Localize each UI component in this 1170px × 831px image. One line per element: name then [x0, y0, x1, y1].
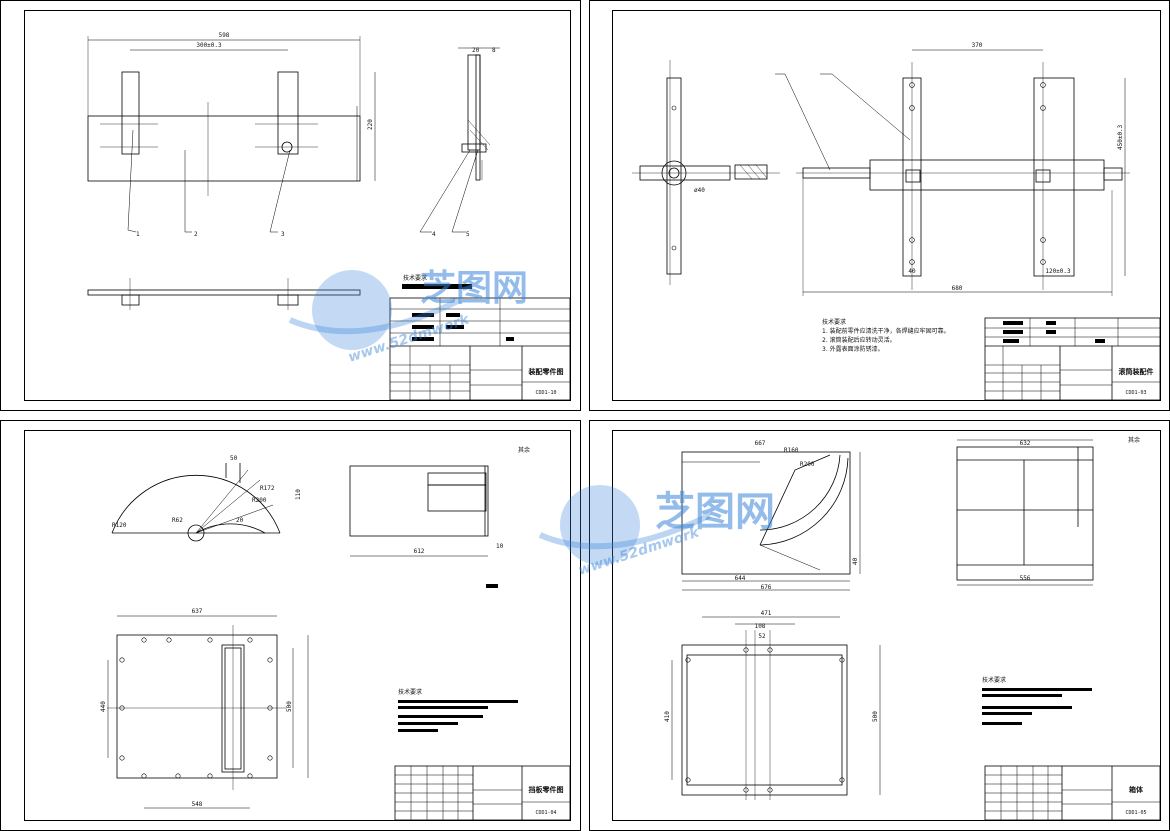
- sheet-4-title-block-fills: [982, 688, 1092, 725]
- sheet-4-title-block-grid: [985, 766, 1160, 820]
- sheet-4-dim-slot-inner: 52: [758, 633, 766, 640]
- sheet-3-dim-depth: 500: [286, 701, 293, 712]
- sheet-4-drawing-no: CDD1-05: [1125, 810, 1146, 816]
- watermark-left: 芝图网 www.52dmwork: [288, 268, 528, 366]
- watermark-logo-left: 芝图网: [420, 268, 528, 309]
- sheet-3-outer-border: [0, 420, 581, 831]
- sheet-3-dim-slot: 50: [230, 455, 238, 462]
- sheet-1-title: 装配零件图: [528, 367, 564, 376]
- sheet-1-drawing: [87, 36, 571, 401]
- sheet-1-drawing-no: CDD1-10: [535, 390, 556, 396]
- sheet-1-dim-side-thick: 8: [492, 47, 496, 54]
- sheet-2-dim-plate: 40: [908, 268, 916, 275]
- sheet-4-dim-r1: R160: [784, 447, 799, 454]
- sheet-3-dim-length: 612: [414, 548, 425, 555]
- sheet-2-drawing: [632, 49, 1161, 401]
- sheet-1-part-2: 2: [194, 231, 198, 238]
- sheet-1-dim-side-width: 20: [472, 47, 480, 54]
- sheet-4-outer-border: [589, 420, 1170, 831]
- sheet-2-note-1: 1. 装配前零件应清洗干净，各焊缝应牢固可靠。: [822, 327, 950, 335]
- sheet-1-inner-border: [24, 10, 571, 401]
- watermark-center: 芝图网 www.52dmwork: [538, 485, 775, 579]
- sheet-2-dim-overall: 680: [952, 285, 963, 292]
- sheet-1-part-4: 4: [432, 231, 436, 238]
- sheet-3-dim-width: 637: [192, 608, 203, 615]
- sheet-3-dim-r1: R120: [112, 522, 127, 529]
- sheet-3-title-block-fills: [398, 584, 518, 732]
- sheet-1-dim-center: 300±0.3: [196, 42, 222, 49]
- sheet-2-holes: [671, 82, 1046, 265]
- sheet-3-roughness: 其余: [518, 446, 530, 454]
- sheet-4-inner-border: [612, 430, 1161, 821]
- sheet-4-dim-outer: 676: [761, 584, 772, 591]
- sheet-4-dim-slot: 108: [755, 623, 766, 630]
- sheet-2-note-2: 2. 滚筒装配后应转动灵活。: [822, 336, 896, 344]
- watermark-globe-icon: [312, 270, 392, 350]
- sheet-2-title-block-grid: [985, 318, 1160, 400]
- sheet-4-dim-depth: 500: [872, 711, 879, 722]
- sheet-2-dim-spacing: 370: [972, 42, 983, 49]
- watermark-globe-icon-2: [560, 485, 640, 565]
- sheet-1-part-5: 5: [466, 231, 470, 238]
- sheet-3-inner-border: [24, 430, 571, 821]
- sheet-1-dim-overall: 598: [219, 32, 230, 39]
- sheet-2-dim-plate-2: 120±0.3: [1045, 268, 1071, 275]
- sheet-2-notes-title: 技术要求: [822, 318, 846, 326]
- sheet-3-dim-r2: R172: [260, 485, 275, 492]
- sheet-4-dim-side-bottom: 556: [1020, 575, 1031, 582]
- sheet-3-dim-r4: R200: [252, 497, 267, 504]
- sheet-3-dim-rise: 110: [295, 489, 302, 500]
- sheet-2-title-block-fills: [1003, 321, 1105, 343]
- sheet-4-dim-plan-width: 471: [761, 610, 772, 617]
- sheet-2-note-3: 3. 外露表面涂防锈漆。: [822, 345, 884, 353]
- watermark-logo-center: 芝图网: [655, 489, 775, 535]
- sheet-1-title-block-grid: [390, 298, 570, 400]
- sheet-4-dim-top: 667: [755, 440, 766, 447]
- sheet-3-drawing-no: CDD1-04: [535, 810, 556, 816]
- sheet-2-title: 滚筒装配件: [1119, 367, 1154, 376]
- sheet-4-notes-title: 技术要求: [982, 676, 1006, 684]
- sheet-1-notes-title: 技术要求: [403, 274, 427, 282]
- sheet-1-part-1: 1: [136, 231, 140, 238]
- sheet-3-dim-10: 10: [496, 543, 504, 550]
- sheet-3-drawing: [107, 463, 571, 821]
- sheet-3-title-block-grid: [395, 766, 570, 820]
- sheet-3-dim-bottom: 548: [192, 801, 203, 808]
- sheet-3-dim-r3: R62: [172, 517, 183, 524]
- sheet-2-drawing-no: CDD1-03: [1125, 390, 1146, 396]
- sheet-1-title-block-fills: [402, 284, 514, 341]
- sheet-4-holes: [685, 647, 845, 793]
- sheet-1-part-3: 3: [281, 231, 285, 238]
- sheet-3-dim-20: 20: [236, 517, 244, 524]
- sheet-3-title: 挡板零件图: [529, 785, 564, 794]
- sheet-4-dim-40: 40: [852, 557, 859, 565]
- sheet-4-dim-side-top: 632: [1020, 440, 1031, 447]
- sheet-4-dim-hole-span: 410: [664, 711, 671, 722]
- sheet-2-dim-height: 450±0.3: [1117, 124, 1124, 150]
- sheet-4-drawing: [671, 439, 1161, 821]
- sheet-3-dim-hole-span: 440: [100, 701, 107, 712]
- sheet-4-title: 箱体: [1129, 785, 1144, 794]
- sheet-3-notes-title: 技术要求: [398, 688, 422, 696]
- sheet-3-holes: [119, 637, 273, 779]
- sheet-4-dim-inner: 644: [735, 575, 746, 582]
- sheet-2-dim-dia: ø40: [694, 187, 705, 194]
- sheet-4-roughness: 其余: [1128, 436, 1140, 444]
- sheet-1-dim-height: 220: [367, 119, 374, 130]
- sheet-4-dim-r2: R200: [800, 461, 815, 468]
- sheet-1-outer-border: [0, 0, 581, 411]
- sheet-2-inner-border: [612, 10, 1161, 401]
